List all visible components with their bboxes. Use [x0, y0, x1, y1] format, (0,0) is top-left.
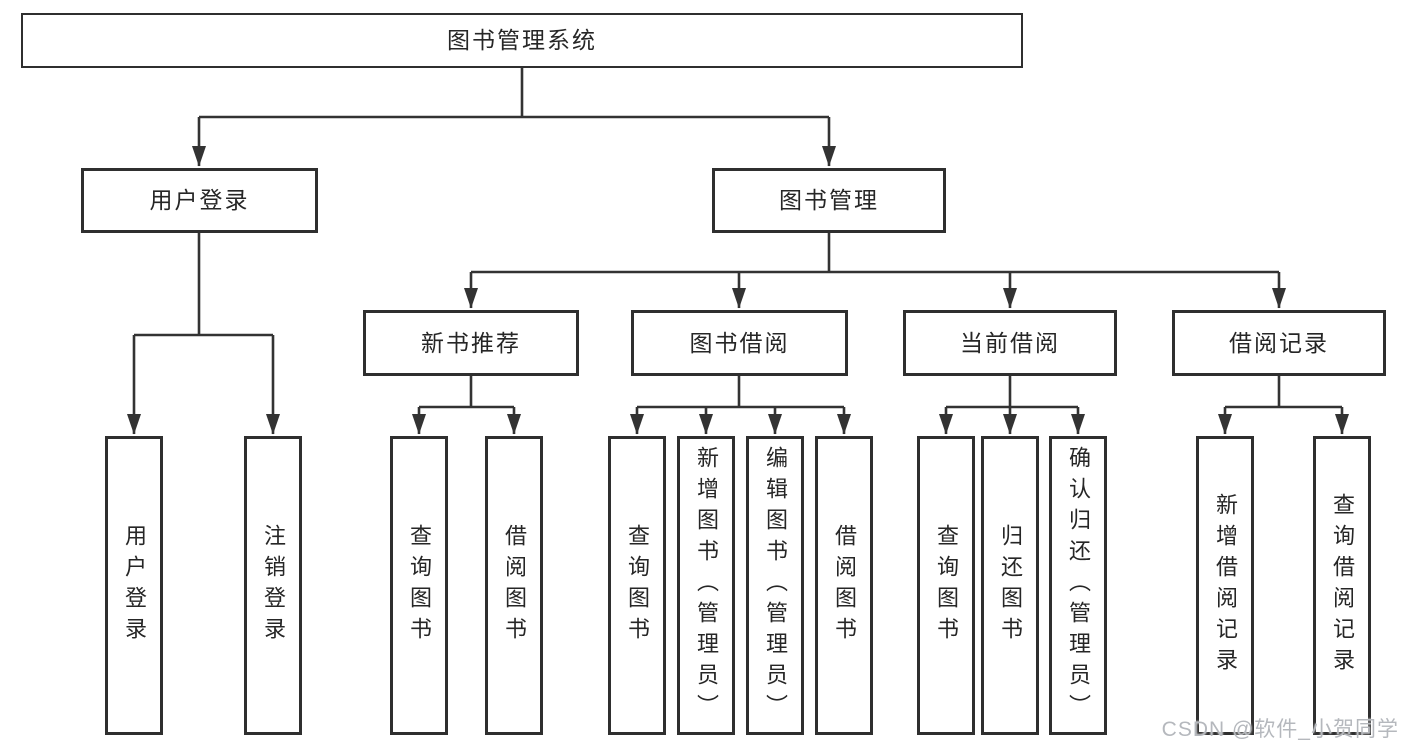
node-query-books-3-label: 查询图书 [934, 523, 959, 648]
node-user-login-leaf-label: 用户登录 [122, 523, 147, 648]
node-user-login-leaf: 用户登录 [105, 436, 163, 735]
node-edit-book-admin: 编辑图书（管理员） [746, 436, 804, 735]
node-add-borrow-record: 新增借阅记录 [1196, 436, 1254, 735]
node-borrow-books-1: 借阅图书 [485, 436, 543, 735]
node-logout-label: 注销登录 [261, 523, 286, 648]
node-borrow-books-2: 借阅图书 [815, 436, 873, 735]
node-query-books-3: 查询图书 [917, 436, 975, 735]
node-current-borrow-label: 当前借阅 [960, 329, 1060, 356]
node-confirm-return-admin: 确认归还（管理员） [1049, 436, 1107, 735]
node-borrow-records: 借阅记录 [1172, 310, 1386, 376]
node-book-borrow: 图书借阅 [631, 310, 848, 376]
node-query-books-1-label: 查询图书 [407, 523, 432, 648]
node-user-login-label: 用户登录 [149, 187, 250, 213]
node-return-books-label: 归还图书 [998, 523, 1023, 648]
node-library-system-label: 图书管理系统 [447, 27, 597, 53]
node-edit-book-admin-label: 编辑图书（管理员） [763, 446, 788, 725]
node-borrow-records-label: 借阅记录 [1229, 329, 1329, 356]
node-add-book-admin: 新增图书（管理员） [677, 436, 735, 735]
node-query-books-2: 查询图书 [608, 436, 666, 735]
node-query-borrow-record: 查询借阅记录 [1313, 436, 1371, 735]
csdn-watermark: CSDN @软件_小贺同学 [1161, 718, 1399, 741]
node-new-book-recommend: 新书推荐 [363, 310, 579, 376]
node-add-borrow-record-label: 新增借阅记录 [1213, 492, 1238, 679]
node-book-borrow-label: 图书借阅 [689, 329, 790, 356]
node-query-books-2-label: 查询图书 [625, 523, 650, 648]
node-library-system: 图书管理系统 [21, 13, 1023, 68]
node-book-management-label: 图书管理 [779, 187, 879, 213]
node-query-borrow-record-label: 查询借阅记录 [1330, 492, 1355, 679]
node-user-login: 用户登录 [81, 168, 318, 233]
node-return-books: 归还图书 [981, 436, 1039, 735]
node-book-management: 图书管理 [712, 168, 946, 233]
node-new-book-recommend-label: 新书推荐 [421, 329, 521, 356]
node-borrow-books-1-label: 借阅图书 [502, 523, 527, 648]
node-borrow-books-2-label: 借阅图书 [832, 523, 857, 648]
node-logout: 注销登录 [244, 436, 302, 735]
node-current-borrow: 当前借阅 [903, 310, 1117, 376]
node-query-books-1: 查询图书 [390, 436, 448, 735]
node-confirm-return-admin-label: 确认归还（管理员） [1066, 446, 1091, 725]
node-add-book-admin-label: 新增图书（管理员） [694, 446, 719, 725]
